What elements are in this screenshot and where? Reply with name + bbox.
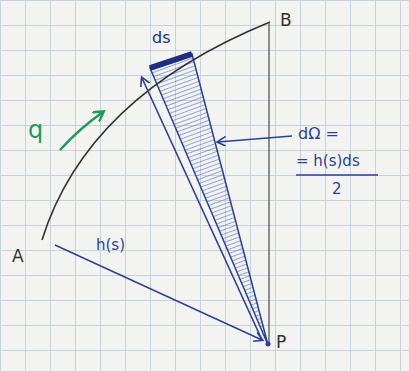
- ds-segment: [150, 54, 192, 68]
- q-arrow: [60, 112, 103, 150]
- curve-arc: [42, 22, 270, 240]
- text-label: h(s): [96, 238, 125, 253]
- text-label: B: [280, 12, 292, 29]
- text-label: ds: [152, 30, 171, 46]
- text-label: A: [12, 248, 24, 265]
- fraction-bar: [296, 174, 378, 175]
- area-wedge: [150, 54, 268, 345]
- leader-line: [218, 136, 292, 142]
- text-label: = h(s)ds: [296, 154, 360, 169]
- h-arrow: [142, 78, 262, 340]
- line-bp: [268, 22, 269, 343]
- point-p: [266, 342, 271, 347]
- text-label: q: [28, 118, 43, 142]
- text-label: P: [276, 334, 286, 351]
- text-label: 2: [332, 182, 342, 197]
- text-label: dΩ =: [298, 126, 339, 142]
- line-ap: [55, 245, 262, 340]
